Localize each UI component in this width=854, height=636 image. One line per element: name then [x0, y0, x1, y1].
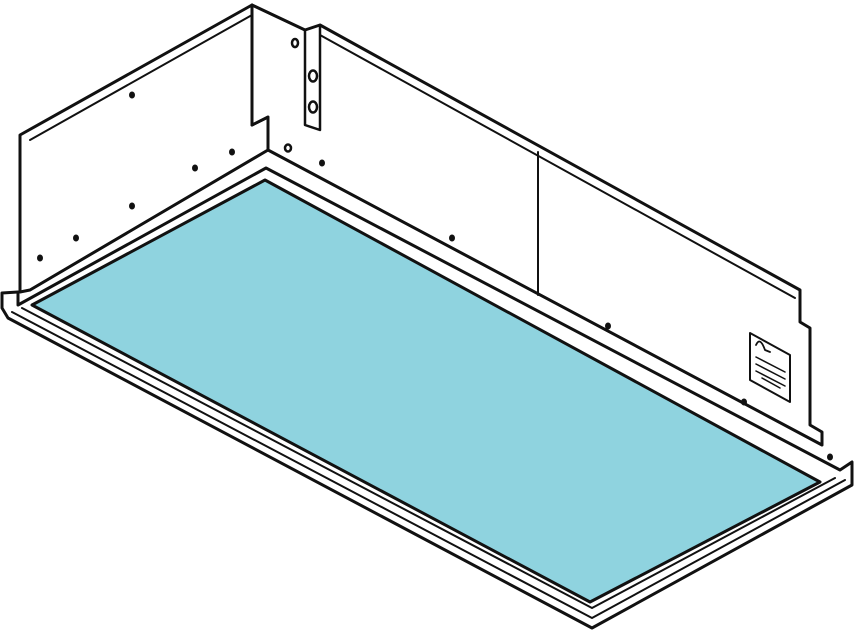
back-wall-holes — [319, 159, 833, 461]
diffuser-panel — [30, 178, 822, 604]
screw-hole-icon — [827, 453, 833, 461]
housing-back-top-edge-inner — [319, 34, 796, 299]
screw-hole-icon — [307, 100, 319, 114]
frame-inner-rim-left — [28, 148, 270, 292]
screw-hole-icon — [73, 234, 79, 242]
screw-hole-icon — [319, 159, 325, 167]
trim-frame-bevel-inner — [21, 307, 836, 609]
screw-hole-icon — [129, 91, 135, 99]
corner-mounting-bracket — [250, 3, 322, 132]
screw-hole-icon — [449, 234, 455, 242]
screw-hole-icon — [307, 69, 319, 83]
bracket-holes — [283, 37, 319, 153]
screw-hole-icon — [229, 148, 235, 156]
left-wall-holes — [37, 91, 235, 262]
screw-hole-icon — [192, 164, 198, 172]
label-plate-icon — [749, 332, 791, 403]
screw-hole-icon — [283, 143, 293, 153]
screw-hole-icon — [741, 398, 747, 406]
screw-hole-icon — [129, 202, 135, 210]
screw-hole-icon — [605, 322, 611, 330]
trim-frame-bevel — [11, 311, 846, 619]
screw-hole-icon — [290, 37, 300, 49]
housing-top-edge-inner — [29, 14, 253, 141]
screw-hole-icon — [37, 254, 43, 262]
frame-inner-rim-back — [266, 148, 824, 447]
